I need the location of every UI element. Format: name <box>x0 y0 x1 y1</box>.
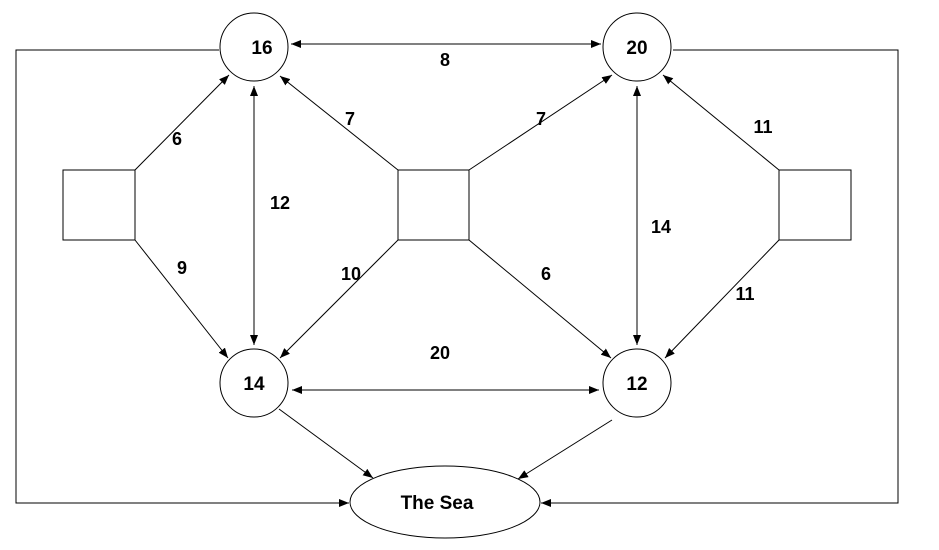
edge-label: 8 <box>440 50 450 70</box>
edge-middle-box-16 <box>279 75 399 171</box>
node-16 <box>219 12 289 82</box>
edge-middle-box-14 <box>279 239 399 359</box>
right-source-box <box>778 169 852 241</box>
edge-label: 11 <box>753 117 772 137</box>
edge-label: 6 <box>541 264 551 284</box>
node-12 <box>602 348 672 418</box>
edge-label: 20 <box>430 343 450 363</box>
node-14 <box>219 348 289 418</box>
edge-right-box-12 <box>664 239 780 359</box>
node-20 <box>602 12 672 82</box>
edge-left-box-14 <box>134 239 229 359</box>
edge-label: 7 <box>345 109 355 129</box>
edge-label: 10 <box>341 264 361 284</box>
edge-left-box-16 <box>134 74 230 171</box>
edge-label: 7 <box>536 109 546 129</box>
edge-label: 12 <box>270 193 290 213</box>
node-20-label: 20 <box>626 38 647 59</box>
edge-16-sea-loop <box>15 49 349 507</box>
middle-source-box <box>397 169 470 241</box>
edge-12-sea <box>517 419 613 480</box>
node-sea <box>349 465 541 539</box>
node-16-label: 16 <box>251 38 272 59</box>
node-sea-label: The Sea <box>401 493 474 514</box>
edge-label: 9 <box>177 258 187 278</box>
edge-right-box-20 <box>662 74 780 171</box>
edge-middle-box-20 <box>468 74 613 171</box>
edge-20-sea-loop <box>541 49 899 507</box>
left-source-box <box>62 169 136 241</box>
edge-label: 14 <box>651 217 671 237</box>
edge-label: 11 <box>735 284 754 304</box>
edge-label: 6 <box>172 129 182 149</box>
edge-middle-box-12 <box>468 239 612 359</box>
node-14-label: 14 <box>243 374 265 395</box>
node-12-label: 12 <box>626 374 647 395</box>
edge-14-sea <box>278 408 374 479</box>
